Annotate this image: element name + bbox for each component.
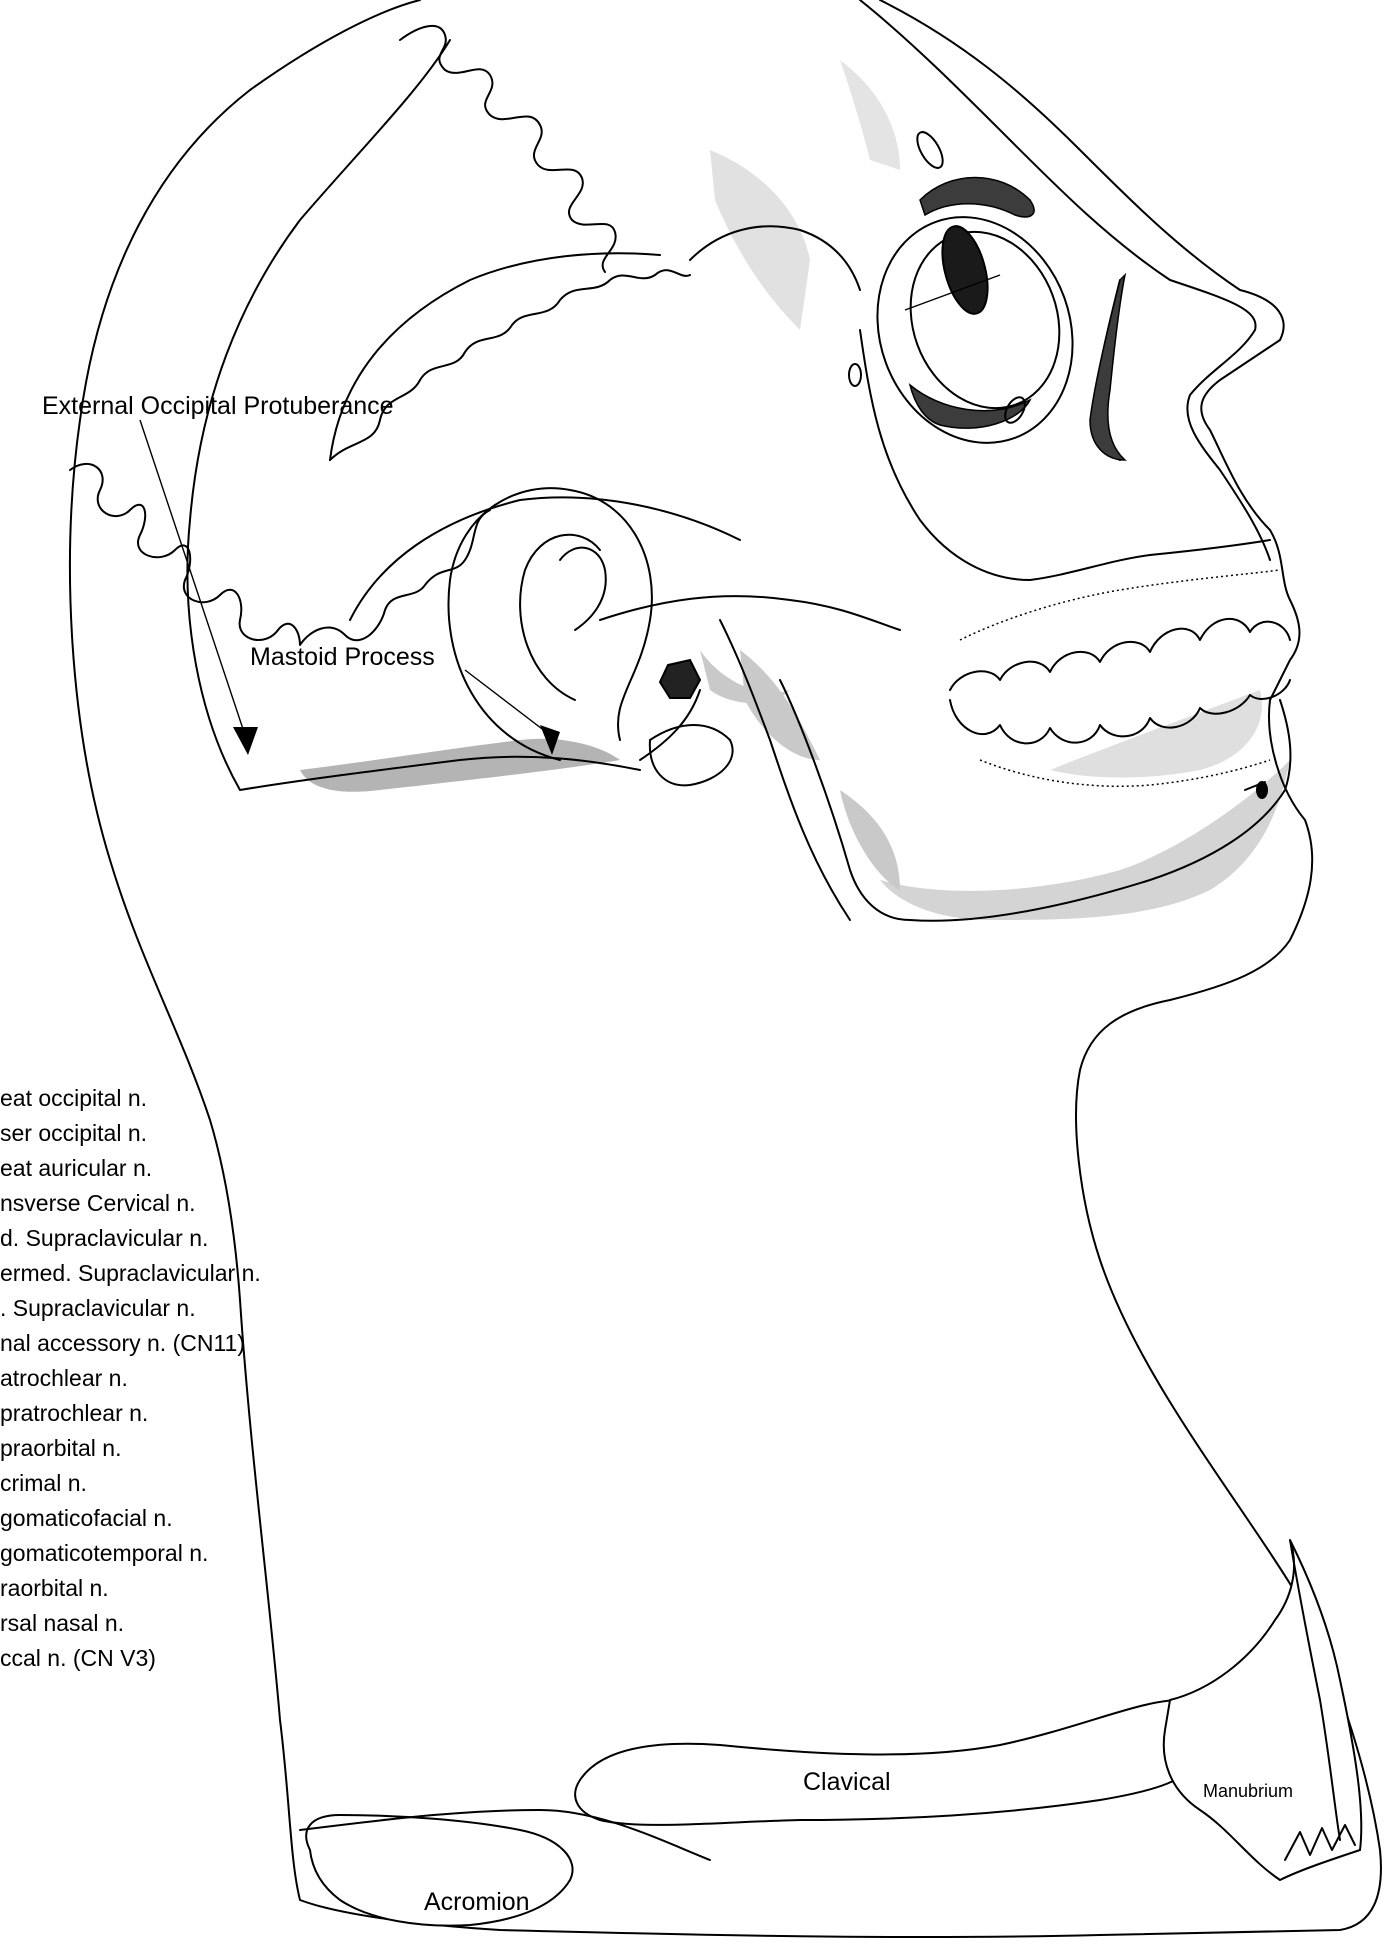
nerve-list-item: gomaticofacial n. [0, 1505, 173, 1531]
mental-foramen-dot [1256, 781, 1268, 799]
nasal-shadow [1090, 275, 1125, 460]
condyle-outline [650, 725, 733, 785]
nerve-list-item: nsverse Cervical n. [0, 1190, 196, 1216]
labels: External Occipital Protuberance Mastoid … [42, 392, 1293, 1916]
condyle [660, 660, 700, 698]
nerve-list-item: ser occipital n. [0, 1120, 147, 1146]
clavical-bone [575, 1700, 1206, 1825]
body-outline [70, 0, 1381, 1937]
label-occipital-protuberance: External Occipital Protuberance [42, 392, 394, 420]
skull-bones [240, 226, 1290, 921]
nerve-list-item: atrochlear n. [0, 1365, 128, 1391]
tooth-root-line [960, 570, 1280, 640]
nerve-list-item: ccal n. (CN V3) [0, 1645, 156, 1671]
nerve-list-item: . Supraclavicular n. [0, 1295, 196, 1321]
nerve-list-item: d. Supraclavicular n. [0, 1225, 208, 1251]
upper-teeth [950, 619, 1290, 690]
brow-shadow [920, 178, 1034, 217]
zygomatic-arch [600, 596, 900, 630]
occipital-arrowhead [233, 727, 258, 755]
nose [1090, 275, 1125, 460]
head-skin-outline [70, 0, 1381, 1937]
manubrium-bone [1164, 1540, 1362, 1880]
occipital-leader-line [140, 420, 245, 735]
nerve-list: eat occipital n. ser occipital n. eat au… [0, 1085, 261, 1671]
nerve-list-item: raorbital n. [0, 1575, 109, 1601]
nerve-list-item: pratrochlear n. [0, 1400, 148, 1426]
skull-sutures [70, 26, 690, 645]
nerve-list-item: eat occipital n. [0, 1085, 147, 1111]
ear [448, 488, 651, 760]
squamosal-suture [330, 270, 690, 460]
mandible-ramus [720, 620, 850, 920]
nerve-list-item: eat auricular n. [0, 1155, 152, 1181]
lambdoid-suture [70, 464, 490, 645]
label-mastoid-process: Mastoid Process [250, 643, 435, 671]
label-acromion: Acromion [424, 1888, 530, 1916]
orbit [846, 128, 1103, 470]
nerve-list-item: nal accessory n. (CN11) [0, 1330, 245, 1356]
nerve-list-item: gomaticotemporal n. [0, 1540, 208, 1566]
parietal-edge [330, 253, 660, 460]
label-manubrium: Manubrium [1203, 1781, 1293, 1801]
temporal-arch [350, 497, 740, 620]
coronal-suture [400, 26, 616, 272]
nerve-list-item: rsal nasal n. [0, 1610, 124, 1636]
nerve-list-item: crimal n. [0, 1470, 87, 1496]
supraorbital-foramen [912, 128, 948, 172]
nerve-list-item: ermed. Supraclavicular n. [0, 1260, 261, 1286]
nerve-list-item: praorbital n. [0, 1435, 121, 1461]
annotation-pointers [140, 420, 560, 755]
bone-shading [300, 60, 1290, 920]
label-clavical: Clavical [803, 1768, 891, 1796]
ear-helix-inner [560, 548, 606, 630]
zygomatic-foramen [849, 364, 861, 386]
ear-outer [448, 488, 651, 760]
shoulder-bones [300, 1540, 1361, 1926]
